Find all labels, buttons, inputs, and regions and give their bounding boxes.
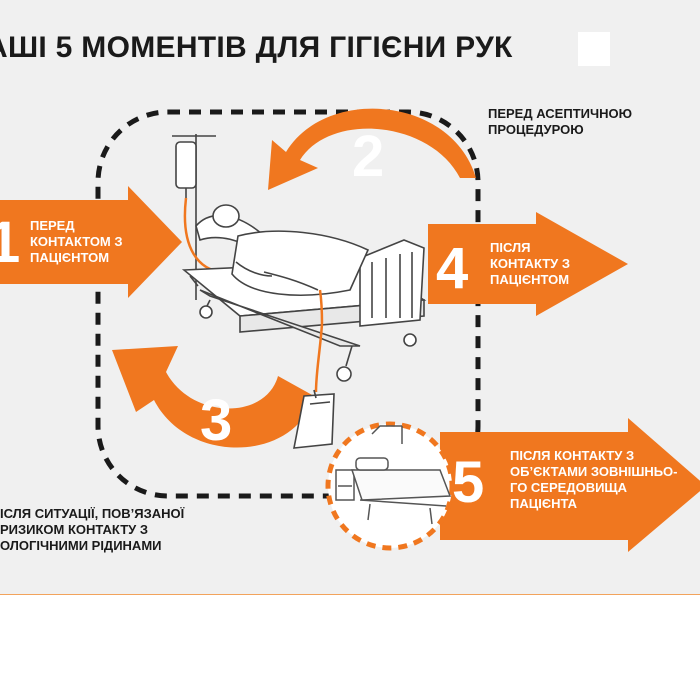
moment-5-number: 5 xyxy=(452,450,485,515)
moment-2-label: ПЕРЕД АСЕПТИЧНОЮ ПРОЦЕДУРОЮ xyxy=(488,106,633,137)
moment-4-number: 4 xyxy=(436,236,469,301)
diagram-artwork xyxy=(0,108,700,552)
arrow-moment-3 xyxy=(112,346,314,448)
arrow-moment-2 xyxy=(268,108,476,190)
arrow-moment-4 xyxy=(428,212,628,316)
moment-1-label: ПЕРЕД КОНТАКТОМ З ПАЦІЄНТОМ xyxy=(30,218,123,265)
moment-1-number: 1 xyxy=(0,210,21,275)
moment-2-number: 2 xyxy=(352,124,385,189)
moment-3-number: 3 xyxy=(200,388,233,453)
title-mask xyxy=(578,32,610,66)
page-title: АШІ 5 МОМЕНТІВ ДЛЯ ГІГІЄНИ РУК xyxy=(0,31,513,64)
diagram-panel: АШІ 5 МОМЕНТІВ ДЛЯ ГІГІЄНИ РУК 1 2 3 4 5… xyxy=(0,0,700,595)
arrow-moment-1 xyxy=(0,186,182,298)
bottom-rule xyxy=(0,594,700,595)
bedside-table-icon xyxy=(335,425,452,525)
arrow-moment-5 xyxy=(440,418,700,552)
moment-5-label: ПІСЛЯ КОНТАКТУ З ОБ’ЄКТАМИ ЗОВНІШНЬО- ГО… xyxy=(510,448,678,511)
patient-icon xyxy=(195,204,370,393)
moment-4-label: ПІСЛЯ КОНТАКТУ З ПАЦІЄНТОМ xyxy=(490,240,570,287)
moment-3-label: ІСЛЯ СИТУАЦІЇ, ПОВ’ЯЗАНОЇ РИЗИКОМ КОНТАК… xyxy=(0,506,185,553)
urine-bag-icon xyxy=(293,389,335,449)
